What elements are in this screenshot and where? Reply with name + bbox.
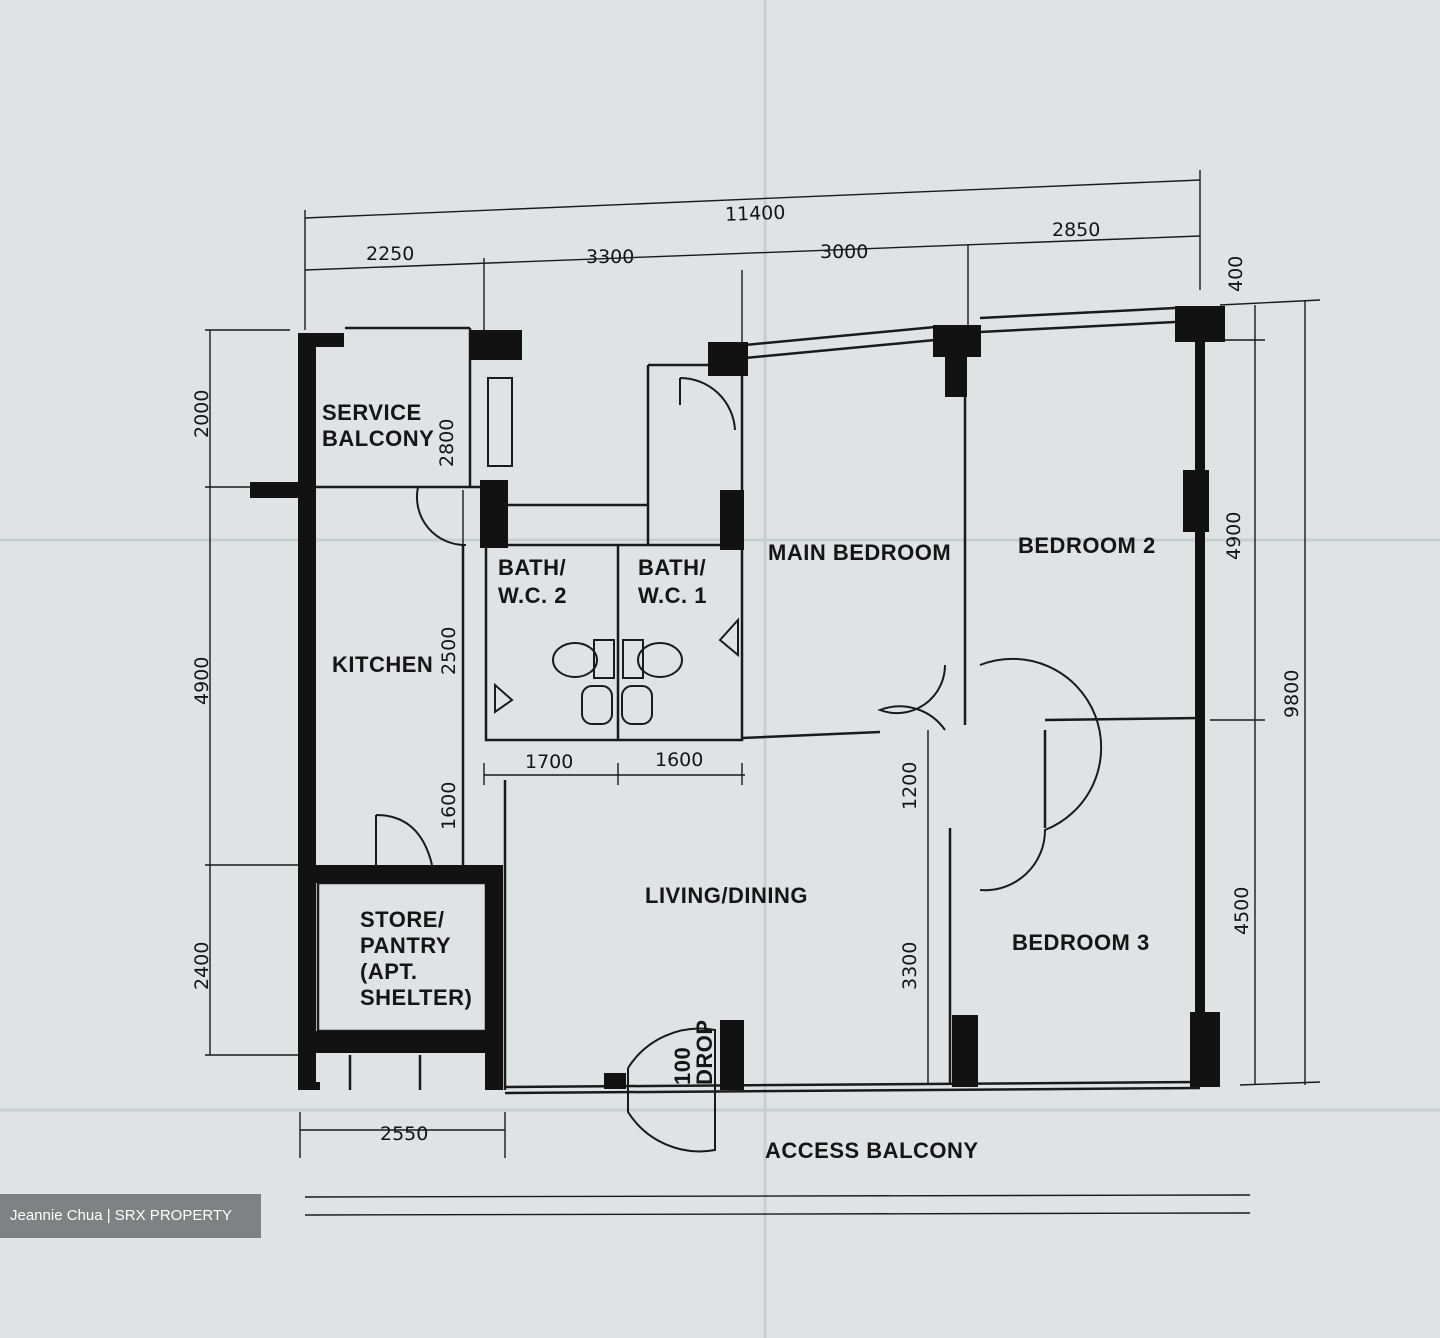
dim-top-right-small: 400 [1225,256,1247,292]
door-swings [375,376,1103,1153]
dim-corridor: 1200 [899,762,921,810]
label-bedroom-3: BEDROOM 3 [1012,930,1150,955]
dim-left-1: 2000 [191,390,213,438]
label-service-balcony-2: BALCONY [322,426,434,451]
structural-walls [250,306,1225,1090]
label-bath-wc-2: BATH/ [498,555,566,580]
dim-bottom-width: 2550 [380,1123,428,1145]
label-bedroom-2: BEDROOM 2 [1018,533,1156,558]
watermark-banner: Jeannie Chua | SRX PROPERTY [0,1194,261,1238]
bath-fixtures [487,377,739,725]
label-main-bedroom: MAIN BEDROOM [768,540,951,565]
dim-right-lower: 4500 [1231,887,1253,935]
label-service-balcony: SERVICE [322,400,422,425]
label-living-dining: LIVING/DINING [645,883,808,908]
dim-overall-depth: 9800 [1281,670,1303,718]
label-store-pantry-4: SHELTER) [360,985,472,1010]
dim-top-1: 2250 [366,243,414,265]
dim-lower-left: 3300 [899,942,921,990]
dim-top-2: 3300 [586,246,634,268]
dim-kitchen-inner: 2500 [438,627,460,675]
dim-left-2: 4900 [191,657,213,705]
label-access-balcony: ACCESS BALCONY [765,1138,979,1163]
label-store-pantry-2: PANTRY [360,933,451,958]
label-bath-wc-2b: W.C. 2 [498,583,567,608]
dim-top-4: 2850 [1052,219,1100,241]
dim-overall-width: 11400 [725,202,786,226]
label-kitchen: KITCHEN [332,652,433,677]
dim-left-3: 2400 [191,942,213,990]
dim-right-upper: 4900 [1223,512,1245,560]
label-drop-100: 100 [670,1047,695,1085]
label-bath-wc-1: BATH/ [638,555,706,580]
dimension-labels: 11400 2250 3300 3000 2850 400 2000 4900 … [191,202,1303,1145]
room-labels: SERVICE BALCONY KITCHEN BATH/ W.C. 2 BAT… [322,400,1156,1163]
dim-bath-2: 1600 [655,749,703,771]
dim-service-balcony-depth: 2800 [436,419,458,467]
label-store-pantry: STORE/ [360,907,445,932]
label-drop: DROP [692,1019,717,1085]
label-store-pantry-3: (APT. [360,959,418,984]
dim-top-3: 3000 [820,241,868,263]
dim-kitchen-lower: 1600 [438,782,460,830]
label-bath-wc-1b: W.C. 1 [638,583,707,608]
dim-bath-1: 1700 [525,751,573,773]
